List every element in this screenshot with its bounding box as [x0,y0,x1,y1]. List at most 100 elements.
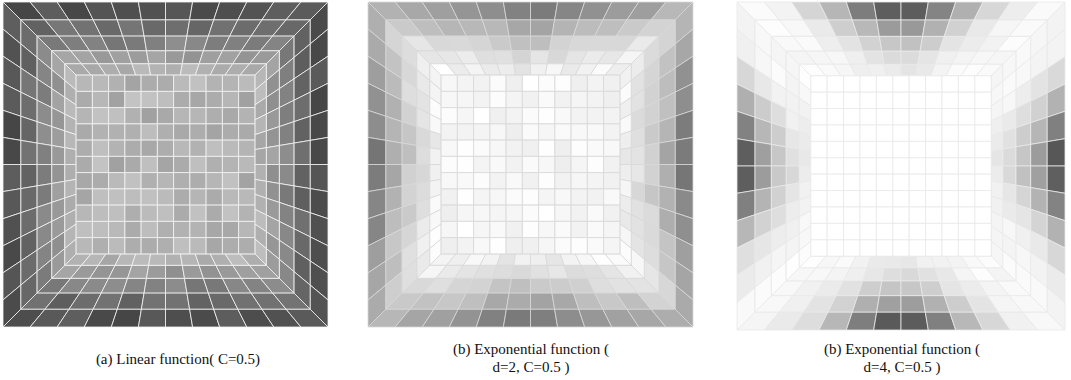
mesh-cell [811,109,827,125]
mesh-cell [844,223,860,239]
mesh-cell [659,140,675,164]
mesh-cell [109,173,125,189]
mesh-cell [587,173,603,189]
mesh-cell [587,156,603,172]
mesh-cell [239,108,255,124]
mesh-cell [37,165,52,186]
mesh-cell [975,191,991,207]
mesh-cell [926,92,942,108]
mesh-cell [123,278,147,293]
mesh-cell [604,91,620,107]
mesh-cell [901,312,928,330]
mesh-cell [604,221,620,237]
mesh-cell [310,165,328,192]
mesh-cell [52,127,65,148]
mesh-cell [531,20,555,36]
mesh-cell [975,223,991,239]
mesh-cell [1003,166,1016,185]
mesh-cell [846,312,876,330]
mesh-cell [844,76,860,92]
mesh-cell [604,238,620,254]
mesh-cell [430,239,441,265]
mesh-cell [909,125,925,141]
mesh-cell [417,127,430,148]
mesh-cell [893,141,909,157]
mesh-cell [490,189,506,205]
mesh-cell [3,137,21,164]
mesh-cell [958,191,974,207]
mesh-cell [125,189,141,205]
mesh-cell [157,75,173,91]
mesh-cell [975,174,991,190]
mesh-cell [279,143,294,164]
mesh-cell [3,110,21,140]
mesh-cell [860,207,876,223]
mesh-cell [942,141,958,157]
mesh-cell [506,173,522,189]
mesh-cell [909,109,925,125]
mesh-cell [490,156,506,172]
mesh-cell [386,272,402,310]
mesh-cell [531,265,550,278]
mesh-cell [222,140,238,156]
mesh-cell [644,143,659,164]
mesh-cell [827,92,843,108]
mesh-cell [926,191,942,207]
mesh-cell [615,265,645,278]
mesh-cell [76,156,92,172]
mesh-cell [206,173,222,189]
mesh-cell [92,221,108,237]
mesh-cell [141,108,157,124]
mesh-cell [255,131,266,150]
mesh-cell [571,221,587,237]
mesh-cell [958,174,974,190]
mesh-cell [430,131,441,150]
mesh-cell [893,109,909,125]
mesh-cell [474,91,490,107]
mesh-cell [457,189,473,205]
mesh-cell [190,221,206,237]
mesh-cell [141,156,157,172]
mesh-cell [3,285,21,327]
mesh-cell [975,207,991,223]
mesh-cell [975,92,991,108]
mesh-cell [942,207,958,223]
mesh-cell [858,281,882,296]
mesh-cell [958,76,974,92]
mesh-cell [604,75,620,91]
mesh-cell [631,127,644,148]
mesh-cell [222,108,238,124]
mesh-cell [786,128,799,149]
mesh-cell [771,166,786,188]
mesh-cell [1031,117,1047,144]
mesh-cell [166,309,193,327]
mesh-cell [37,122,52,146]
mesh-cell [503,309,530,327]
mesh-cell [368,165,386,192]
mesh-cell [844,240,860,256]
mesh-cell [430,165,441,182]
mesh-cell [522,108,538,124]
mesh-cell [490,91,506,107]
mesh-cell [555,189,571,205]
mesh-cell [539,108,555,124]
mesh-cell [958,141,974,157]
mesh-cell [1047,111,1065,141]
mesh-cell [571,124,587,140]
mesh-cell [109,205,125,221]
mesh-cell [893,125,909,141]
mesh-cell [571,91,587,107]
mesh-cell [402,165,417,186]
mesh-cell [512,265,531,278]
mesh-cell [1047,166,1065,193]
mesh-cell [166,265,185,278]
mesh-cell [827,141,843,157]
mesh-cell [1016,123,1031,147]
mesh-cell [506,156,522,172]
mesh-cell [531,278,552,293]
mesh-cell [503,2,530,20]
mesh-cell [141,173,157,189]
mesh-cell [279,165,294,186]
mesh-cell [604,205,620,221]
mesh-cell [506,75,522,91]
